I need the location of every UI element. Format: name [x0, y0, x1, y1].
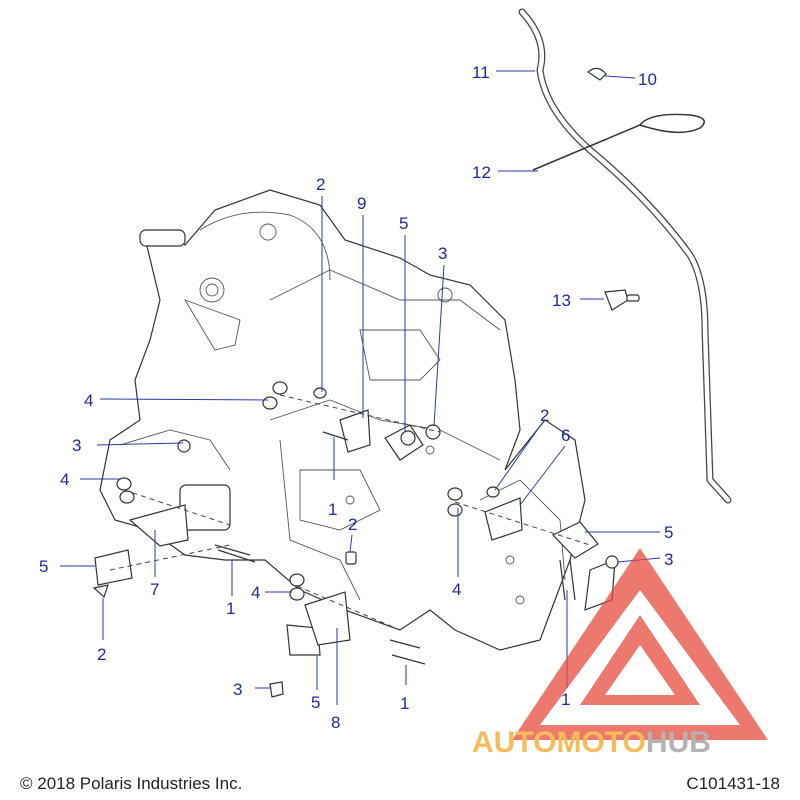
- callout-12: 12: [472, 163, 491, 182]
- callout-2: 2: [348, 515, 357, 534]
- callout-6: 6: [561, 426, 570, 445]
- callout-5: 5: [399, 214, 408, 233]
- callout-3: 3: [72, 436, 81, 455]
- callout-2: 2: [316, 175, 325, 194]
- callout-5: 5: [311, 693, 320, 712]
- callout-4: 4: [60, 470, 69, 489]
- callout-13: 13: [552, 291, 571, 310]
- callout-11: 11: [472, 63, 490, 82]
- callout-4: 4: [251, 583, 260, 602]
- callout-8: 8: [331, 713, 340, 732]
- watermark-text-hub: HUB: [646, 726, 711, 759]
- callout-1: 1: [561, 690, 570, 709]
- copyright-text: © 2018 Polaris Industries Inc.: [20, 774, 243, 793]
- svg-text:AUTOMOTOHUB: AUTOMOTOHUB: [472, 726, 711, 759]
- callout-2: 2: [540, 406, 549, 425]
- callout-4: 4: [84, 391, 93, 410]
- callout-5: 5: [39, 557, 48, 576]
- callout-3: 3: [233, 680, 242, 699]
- callout-1: 1: [400, 694, 409, 713]
- callout-2: 2: [97, 645, 106, 664]
- callout-7: 7: [150, 580, 159, 599]
- callout-10: 10: [638, 70, 657, 89]
- callout-1: 1: [328, 500, 337, 519]
- callout-labels: 11 10 12 13 2 9 5 3 4 3 4 1 2 2 6 5 3 5 …: [39, 63, 673, 732]
- watermark-text-main: AUTOMOTO: [472, 726, 646, 759]
- callout-3: 3: [664, 550, 673, 569]
- callout-3: 3: [438, 244, 447, 263]
- triangle-logo-icon: [512, 548, 768, 740]
- vent-tube: [518, 8, 732, 504]
- assembly-lines: [109, 394, 591, 631]
- callout-4: 4: [452, 580, 461, 599]
- callout-9: 9: [357, 194, 366, 213]
- watermark-logo: AUTOMOTOHUB: [472, 548, 768, 759]
- callout-5: 5: [664, 523, 673, 542]
- drawing-number: C101431-18: [686, 774, 780, 793]
- callout-1: 1: [226, 599, 235, 618]
